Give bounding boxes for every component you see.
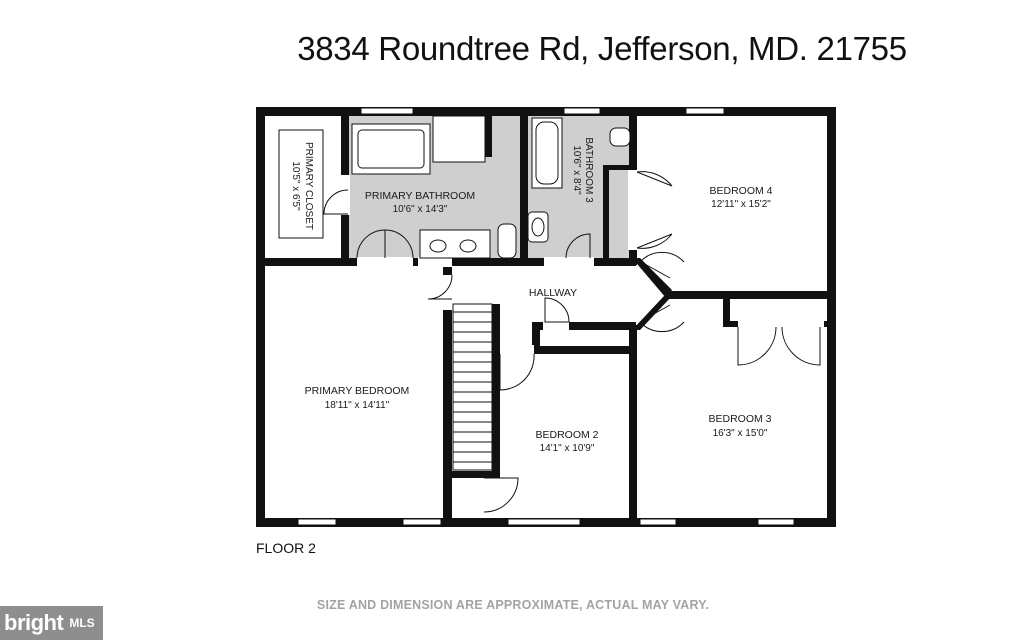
label-bedroom-2: BEDROOM 2 [535, 429, 598, 441]
logo-suffix: MLS [69, 616, 95, 630]
dims-bedroom-4: 12'11" x 15'2" [711, 199, 771, 210]
staircase [452, 303, 493, 471]
label-primary-bedroom: PRIMARY BEDROOM [305, 385, 410, 397]
dims-primary-bathroom: 10'6" x 14'3" [393, 204, 448, 215]
dims-primary-closet: 10'5" x 6'5" [290, 161, 301, 211]
room-labels: PRIMARY CLOSET 10'5" x 6'5" PRIMARY BATH… [290, 137, 773, 454]
label-primary-bathroom: PRIMARY BATHROOM [365, 190, 475, 202]
bright-mls-logo: bright MLS [0, 606, 103, 640]
label-bedroom-3: BEDROOM 3 [708, 413, 771, 425]
floor-label: FLOOR 2 [256, 540, 316, 556]
windows [297, 107, 795, 526]
label-primary-closet: PRIMARY CLOSET [303, 142, 314, 230]
logo-brand: bright [4, 610, 64, 635]
fixtures [351, 115, 631, 259]
closet-shelf [278, 129, 324, 239]
door-swings [323, 171, 821, 513]
dims-bathroom-3: 10'6" x 8'4" [571, 145, 582, 195]
dims-primary-bedroom: 18'11" x 14'11" [325, 400, 390, 411]
disclaimer: SIZE AND DIMENSION ARE APPROXIMATE, ACTU… [316, 598, 710, 612]
label-bathroom-3: BATHROOM 3 [583, 137, 594, 203]
label-hallway: HALLWAY [529, 287, 577, 299]
shower [432, 115, 486, 163]
toilet-primary [497, 223, 517, 259]
label-bedroom-4: BEDROOM 4 [709, 185, 772, 197]
address-title: 3834 Roundtree Rd, Jefferson, MD. 21755 [297, 30, 907, 67]
toilet-3 [609, 127, 631, 147]
dims-bedroom-2: 14'1" x 10'9" [540, 443, 595, 454]
dims-bedroom-3: 16'3" x 15'0" [713, 428, 768, 439]
